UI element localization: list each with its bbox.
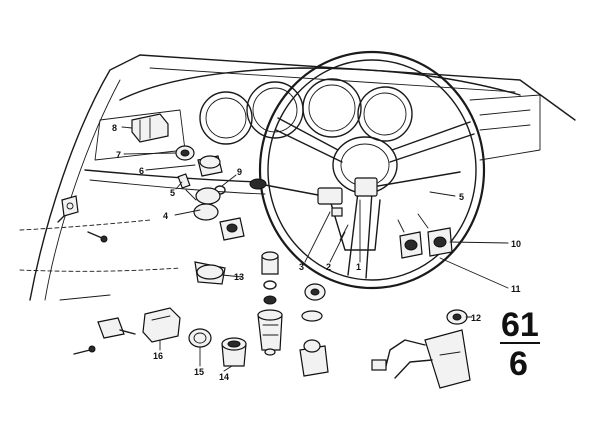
instrument-cluster [199,78,413,145]
switch-screw [331,207,343,217]
gauge-3 [302,78,362,138]
label-14: 14 [219,372,229,382]
part-16-relay [142,307,181,343]
door-lock-left [57,195,79,223]
part-12-grommet [446,309,468,325]
gauge-4 [357,86,413,142]
label-15: 15 [194,367,204,377]
part-4-lock-assembly [185,187,245,241]
label-4: 4 [163,211,168,221]
label-7: 7 [116,150,121,160]
part-8-switch [131,113,169,143]
indicator-stalk-knob [249,178,267,190]
label-10: 10 [511,239,521,249]
label-1: 1 [356,262,361,272]
group-number-top: 61 [501,306,539,344]
cigar-lighter-stack [257,251,283,356]
label-3: 3 [299,262,304,272]
label-6: 6 [139,166,144,176]
part-6-knob [197,155,223,177]
door-frame-outline [29,54,576,301]
bottom-left-pin [73,317,136,355]
part-7-bezel [175,145,195,161]
group-number: 61 6 [500,306,540,383]
label-11: 11 [511,284,521,294]
switch-stack-center [299,283,329,377]
leader-lines [121,126,509,372]
wiring-harness [371,329,471,389]
label-2: 2 [326,262,331,272]
wiper-switch [354,177,378,197]
label-9: 9 [237,167,242,177]
steering-wheel [258,50,486,290]
steering-column-switches [249,171,461,251]
part-14-socket [221,337,247,367]
part-15-ring [188,328,212,348]
part-10-11-switches [397,213,453,259]
turn-signal-switch [317,187,343,205]
dashboard-outline [19,67,541,301]
label-8: 8 [112,123,117,133]
label-13: 13 [234,272,244,282]
label-5-right: 5 [459,192,464,202]
group-number-bottom: 6 [509,345,528,383]
screw-left [87,231,108,243]
label-5-left: 5 [170,188,175,198]
part-13-plug [194,261,226,285]
label-12: 12 [471,313,481,323]
label-16: 16 [153,351,163,361]
gauge-1 [199,91,253,145]
part-5-left [177,173,191,189]
part-labels: 1 2 3 4 5 5 6 7 8 9 10 11 12 13 14 15 16 [112,123,521,382]
